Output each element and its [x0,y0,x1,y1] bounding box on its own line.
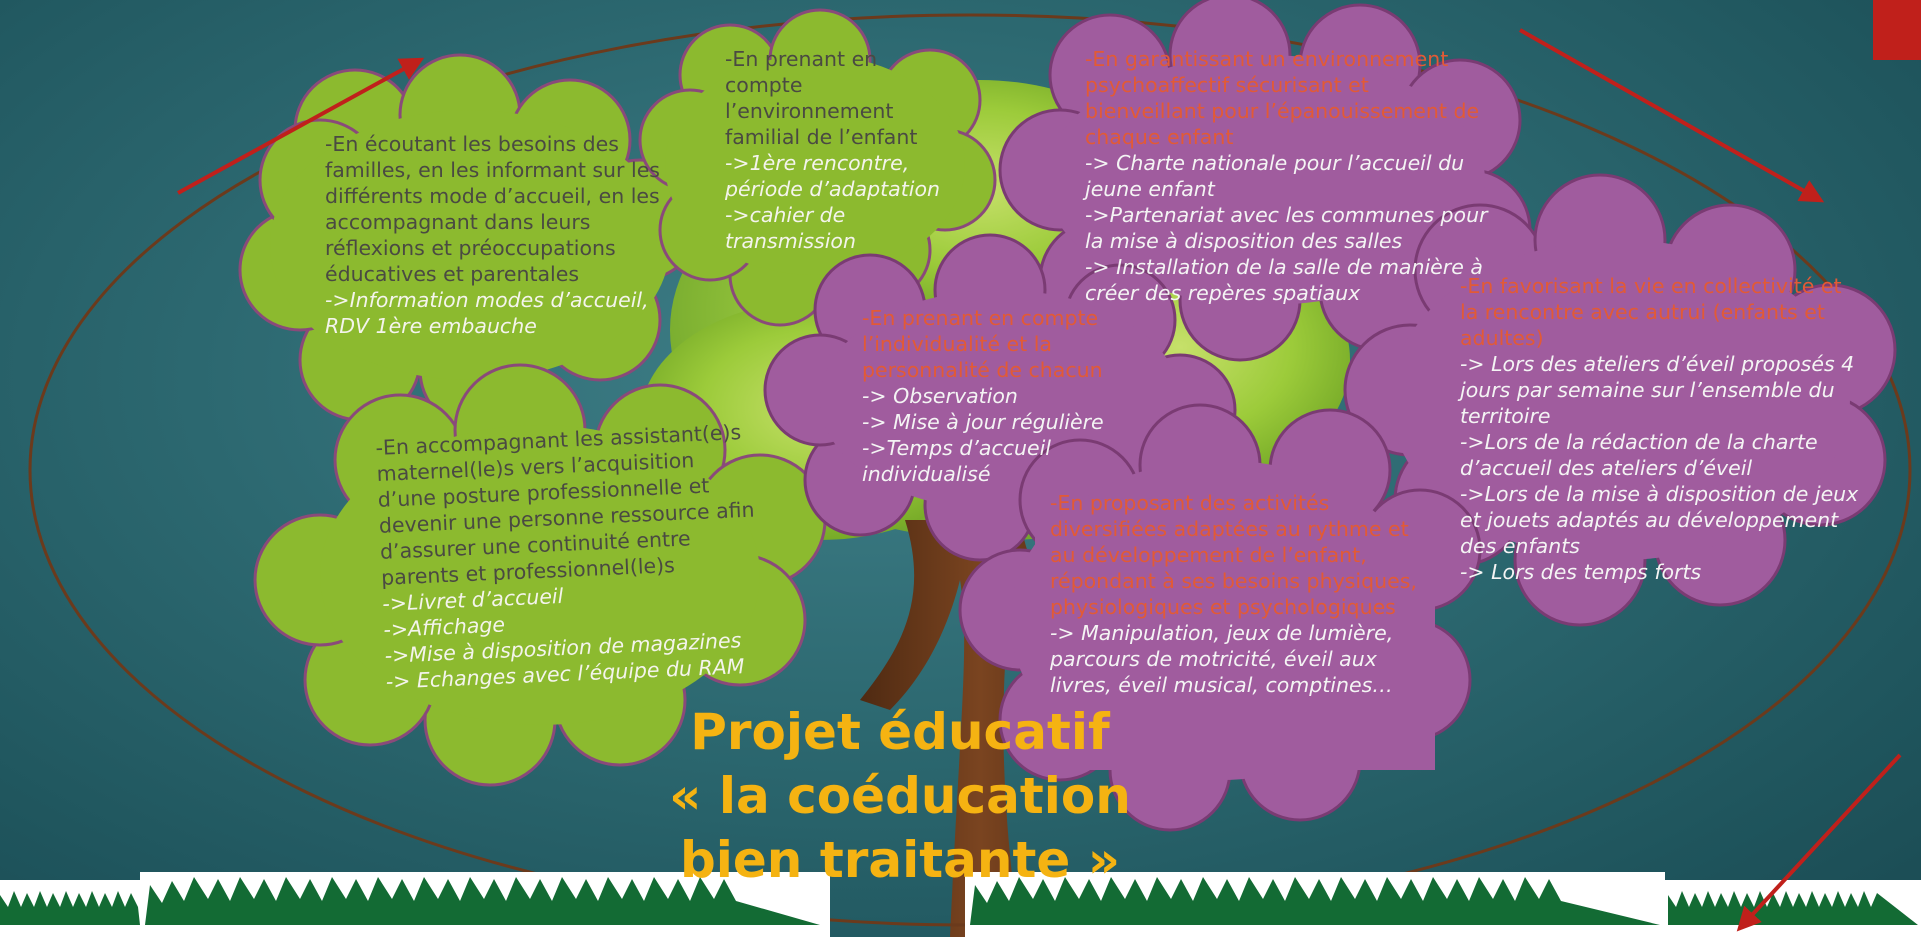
bubble-item: ->1ère rencontre, période d’adaptation [725,151,940,201]
bubble-item: -> Charte nationale pour l’accueil du je… [1085,151,1465,201]
bubble-psychoaffective: -En garantissant un environnement psycho… [1085,46,1495,306]
bubble-activities: -En proposant des activités diversifiées… [1050,490,1420,698]
bubble-item: ->Temps d’accueil individualisé [862,436,1051,486]
bubble-item: -> Lors des ateliers d’éveil proposés 4 … [1460,352,1855,428]
bubble-lead: -En prenant en compte l’environnement fa… [725,47,918,149]
slide-title: Projet éducatif « la coéducation bien tr… [640,700,1160,892]
bubble-family-environment: -En prenant en compte l’environnement fa… [725,46,940,254]
bubble-lead: -En écoutant les besoins des familles, e… [325,132,660,286]
bubble-lead: -En garantissant un environnement psycho… [1085,47,1480,149]
purple-bubble-activities-shape [958,403,1482,832]
title-line: Projet éducatif [690,703,1110,761]
arrow-top-left [177,57,425,195]
arrow-top-right [1519,28,1825,203]
grass-strips [0,872,1921,937]
bubble-lead: -En proposant des activités diversifiées… [1050,491,1417,619]
bubble-item: -> Manipulation, jeux de lumière, parcou… [1050,621,1394,697]
corner-marker [1873,0,1921,60]
bubble-item: ->Information modes d’accueil, RDV 1ère … [325,288,649,338]
green-bubble-family-environment-shape [638,8,997,327]
bubble-item: ->cahier de transmission [725,203,856,253]
purple-bubble-psychoaffective-shape [998,0,1532,362]
bubble-lead: -En favorisant la vie en collectivité et… [1460,274,1842,350]
cycle-arrows [177,28,1902,932]
title-line: « la coéducation [669,767,1131,825]
green-bubble-families-shape [238,53,702,432]
bubble-lead: -En accompagnant les assistant(e)s mater… [375,420,755,590]
purple-bubble-collective-life-shape [1343,173,1897,627]
bubble-collective-life: -En favorisant la vie en collectivité et… [1460,273,1860,585]
title-line: bien traitante » [679,831,1121,889]
bubble-item: -> Mise à jour régulière [862,410,1104,434]
bubble-lead: -En prenant en compte l’individualité et… [862,306,1103,382]
bubble-assistants: -En accompagnant les assistant(e)s mater… [375,418,766,694]
bubble-item: ->Lors de la mise à disposition de jeux … [1460,482,1859,558]
bubble-individuality: -En prenant en compte l’individualité et… [862,305,1162,487]
bubble-item: -> Installation de la salle de manière à… [1085,255,1483,305]
arrow-bottom-right [1736,753,1902,932]
bubble-item: -> Lors des temps forts [1460,560,1702,584]
bubble-families: -En écoutant les besoins des familles, e… [325,131,670,339]
bubble-item: ->Lors de la rédaction de la charte d’ac… [1460,430,1818,480]
bubble-item: ->Partenariat avec les communes pour la … [1085,203,1488,253]
bubble-item: -> Observation [862,384,1018,408]
